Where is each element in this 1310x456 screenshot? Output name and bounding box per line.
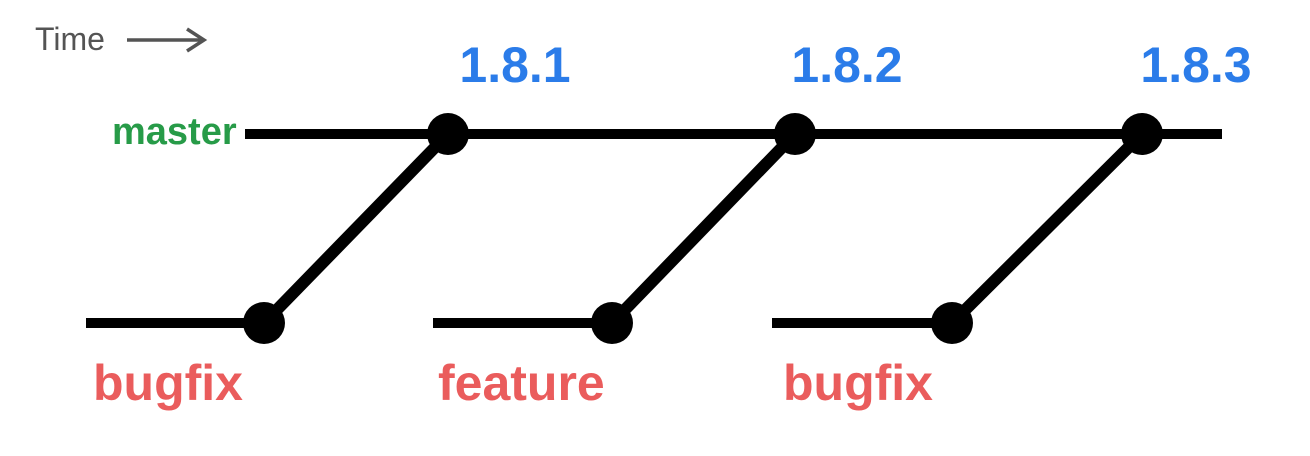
commit-node-master-3 xyxy=(1121,113,1163,155)
version-tag-2: 1.8.2 xyxy=(791,37,903,93)
master-branch-label: master xyxy=(112,110,237,153)
commit-node-master-1 xyxy=(427,113,469,155)
time-axis: Time xyxy=(35,21,209,57)
commit-node-bugfix-1 xyxy=(243,302,285,344)
branch-label-feature: feature xyxy=(438,355,605,411)
branch-label-bugfix-2: bugfix xyxy=(783,355,933,411)
commit-node-master-2 xyxy=(774,113,816,155)
commit-node-bugfix-2 xyxy=(931,302,973,344)
merge-line-2 xyxy=(607,129,800,328)
version-tag-1: 1.8.1 xyxy=(459,37,571,93)
branch-label-bugfix-1: bugfix xyxy=(93,355,243,411)
merge-line-1 xyxy=(259,129,453,328)
time-axis-label: Time xyxy=(35,21,105,57)
version-tag-3: 1.8.3 xyxy=(1140,37,1252,93)
commit-node-feature xyxy=(591,302,633,344)
right-arrow-icon xyxy=(126,27,208,53)
merge-line-3 xyxy=(947,129,1147,328)
